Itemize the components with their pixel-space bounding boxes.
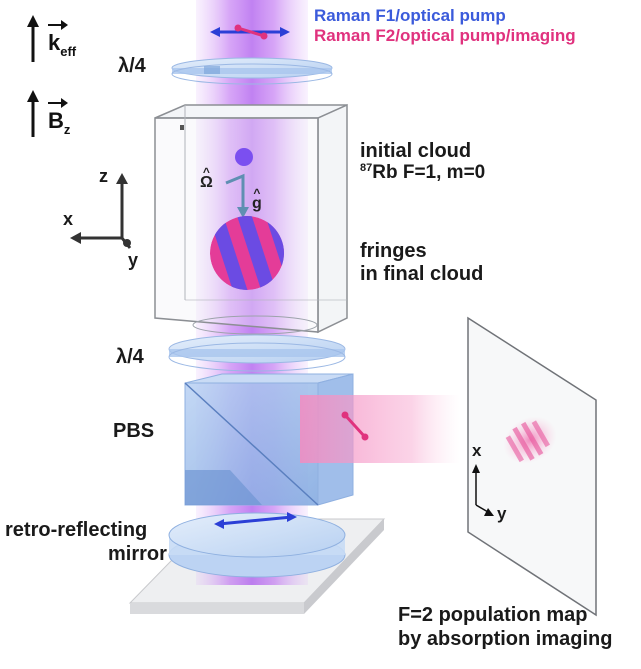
chamber-back: [154, 104, 348, 119]
chamber-right: [317, 103, 348, 334]
rb-state-label: 87Rb F=1, m=0: [360, 162, 486, 183]
initial-cloud-label: initial cloud: [360, 140, 472, 162]
base-plate-side: [304, 519, 384, 614]
axis-x-label: x: [63, 209, 74, 229]
imaging-beam: [300, 395, 460, 463]
legend-raman-f1: Raman F1/optical pump: [314, 6, 506, 25]
legend-raman-f2: Raman F2/optical pump/imaging: [314, 26, 576, 45]
fringes-label-line1: fringes: [360, 240, 427, 262]
mirror-label-line2: mirror: [108, 543, 167, 565]
axis-z-label: z: [99, 166, 108, 186]
polarization-f2-top: [237, 26, 265, 38]
initial-cloud-atom: [235, 148, 253, 166]
polarization-f2-side: [343, 413, 367, 439]
axis-y-label: y: [128, 250, 139, 270]
rotation-vector: [225, 173, 245, 210]
image-axis-y-label: y: [497, 504, 507, 523]
retro-mirror: [168, 512, 346, 558]
omega-label: ^Ω: [200, 165, 213, 191]
polarization-mirror: [218, 515, 293, 526]
image-axis-x-label: x: [472, 441, 482, 460]
image-axis-y: [475, 504, 489, 513]
gravity-label: ^g: [252, 186, 262, 212]
base-plate-edge: [130, 603, 304, 614]
fringes-label-line2: in final cloud: [360, 263, 484, 285]
b-field-label: Bz: [48, 98, 70, 137]
imaging-caption-line2: by absorption imaging: [398, 628, 613, 650]
k-eff-label: keff: [48, 20, 76, 59]
pbs-label: PBS: [113, 420, 155, 442]
quarter-wave-top-label: λ/4: [118, 55, 146, 77]
imaging-screen: [467, 316, 597, 617]
quarter-wave-bottom-label: λ/4: [116, 346, 144, 368]
mirror-label-line1: retro-reflecting: [5, 519, 148, 541]
imaging-caption-line1: F=2 population map: [398, 604, 588, 626]
